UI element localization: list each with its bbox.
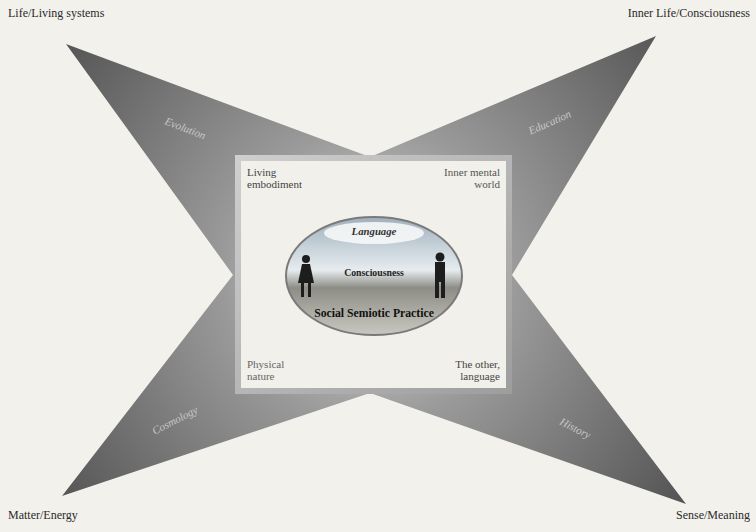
corner-text: Living embodiment <box>247 166 317 190</box>
corner-text: Inner mental world <box>430 166 500 190</box>
corner-label: Matter/Energy <box>8 508 78 523</box>
corner-label: Sense/Meaning <box>676 508 750 523</box>
middle-text: Consciousness <box>284 267 464 278</box>
consciousness-oval: LanguageConsciousnessSocial Semiotic Pra… <box>284 215 464 337</box>
center-square: Living embodiment Inner mental worldPhysi… <box>241 161 506 388</box>
corner-text: The other, language <box>430 358 500 382</box>
ground-text: Social Semiotic Practice <box>284 307 464 320</box>
square-frame <box>235 155 512 394</box>
star-shape <box>62 36 686 504</box>
cloud-text: Language <box>284 225 464 237</box>
corner-text: Physical nature <box>247 358 307 382</box>
corner-label: Life/Living systems <box>8 6 104 21</box>
corner-label: Inner Life/Consciousness <box>628 6 750 21</box>
